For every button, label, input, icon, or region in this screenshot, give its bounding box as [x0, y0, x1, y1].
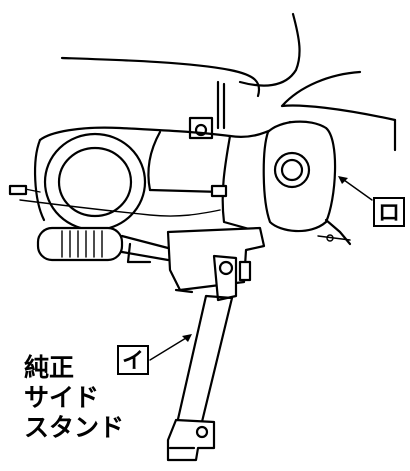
upper-bracket: [188, 116, 214, 140]
right-cover: [262, 120, 352, 246]
callout-ro: ロ: [373, 197, 405, 227]
leader-lines: [149, 176, 373, 361]
frame-outline: [60, 12, 397, 152]
part-caption: 純正 サイド スタンド: [24, 353, 124, 443]
caption-line-1: 純正: [24, 353, 75, 382]
side-stand-leg: [166, 254, 252, 462]
clutch-cover: [43, 132, 147, 232]
callout-i: イ: [117, 345, 149, 375]
arrow-ro-head: [338, 176, 348, 184]
arrow-i-head: [182, 334, 192, 342]
callout-ro-label: ロ: [378, 201, 400, 226]
footrest: [36, 226, 170, 264]
caption-line-2: サイド: [24, 383, 100, 412]
caption-line-3: スタンド: [24, 413, 125, 442]
engine-casing: [8, 120, 292, 234]
callout-i-label: イ: [122, 349, 144, 374]
